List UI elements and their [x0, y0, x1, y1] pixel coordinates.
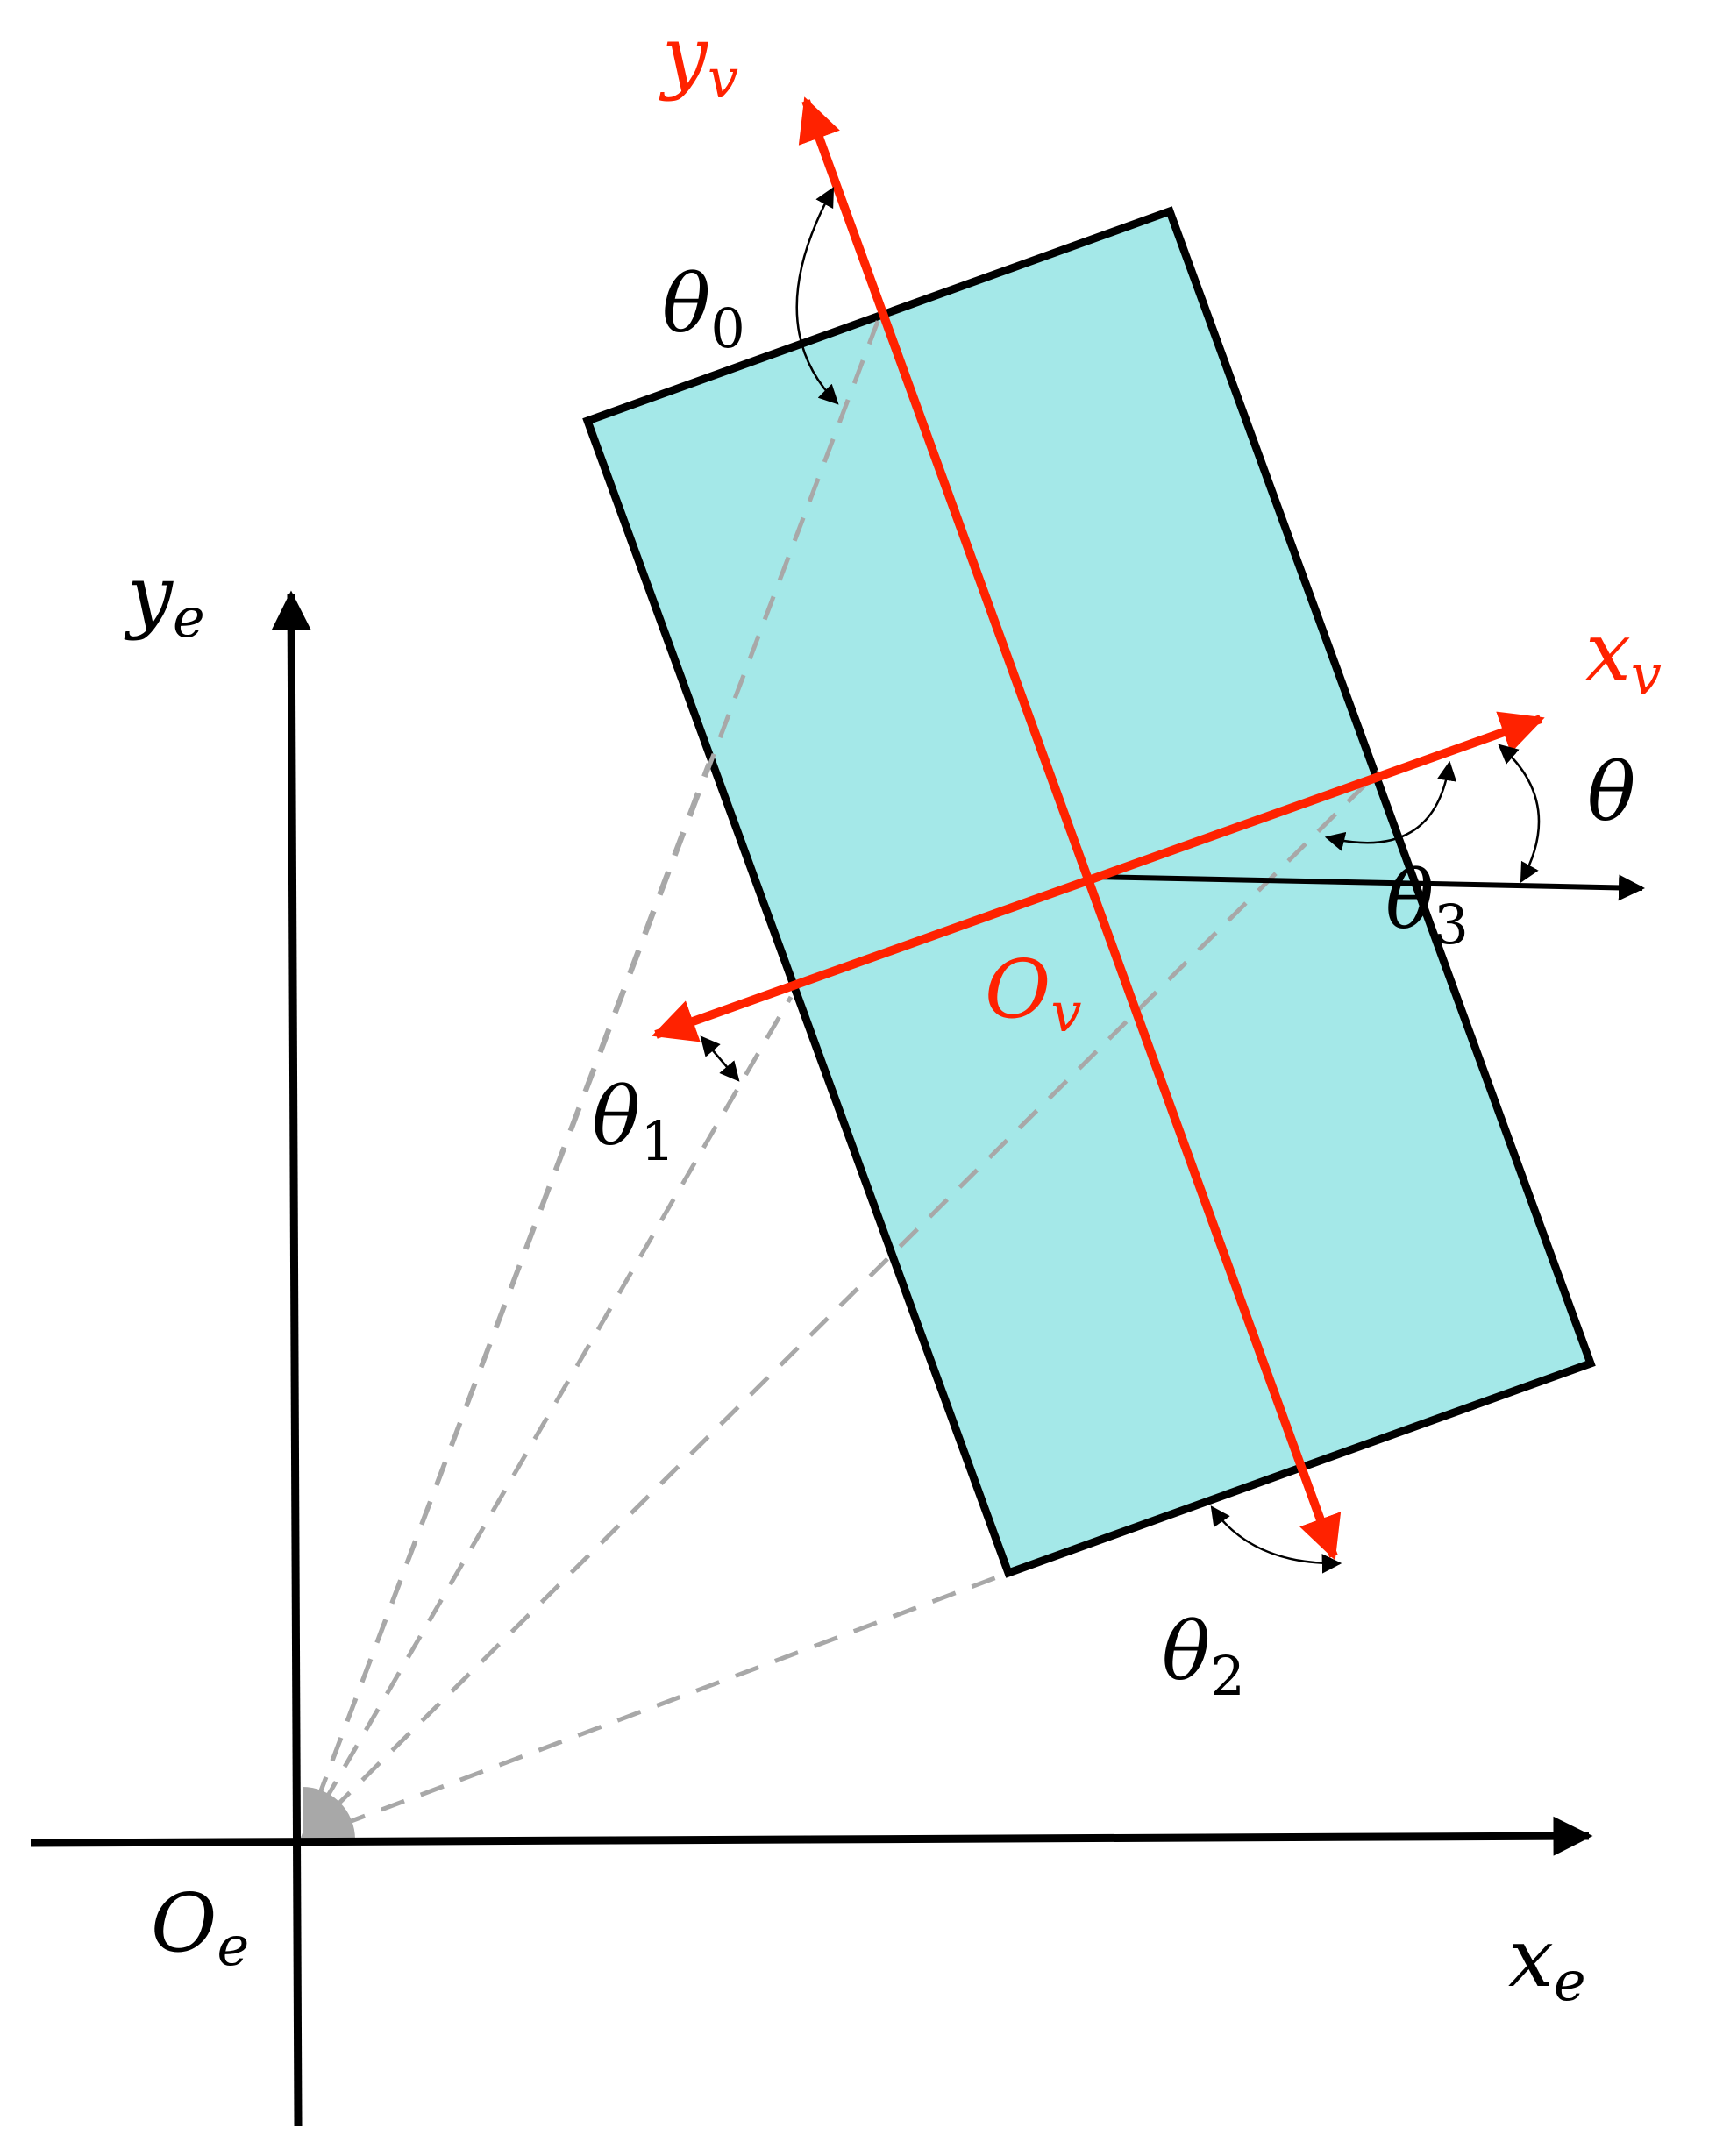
ye-axis: [271, 590, 311, 2127]
theta2-label: θ2: [1162, 1605, 1245, 1708]
xe-axis: [30, 1816, 1593, 1856]
xe-label: xe: [1508, 1911, 1586, 2013]
ray-to-rear-left-corner: [300, 995, 794, 1841]
origin-angle-sector: [303, 1787, 355, 1839]
theta2-arc: [1210, 1505, 1342, 1574]
Oe-label: Oe: [151, 1876, 249, 1978]
ye-label: ye: [124, 548, 205, 650]
ray-to-rear-corner: [302, 1570, 1009, 1842]
angle-arcs: [700, 187, 1541, 1574]
theta1-label: θ1: [592, 1070, 675, 1173]
theta-label: θ: [1587, 745, 1635, 839]
theta0-label: θ0: [662, 257, 745, 360]
theta-arc: [1498, 744, 1541, 883]
theta0-arc: [795, 187, 839, 405]
ray-to-left-side-point: [300, 763, 711, 1840]
yv-label: yv: [659, 9, 738, 110]
xv-label: xv: [1585, 605, 1662, 707]
theta1-arc: [700, 1035, 740, 1082]
theta3-arc: [1324, 760, 1457, 851]
Ov-label: Ov: [985, 943, 1081, 1044]
theta3-label: θ3: [1385, 853, 1469, 957]
